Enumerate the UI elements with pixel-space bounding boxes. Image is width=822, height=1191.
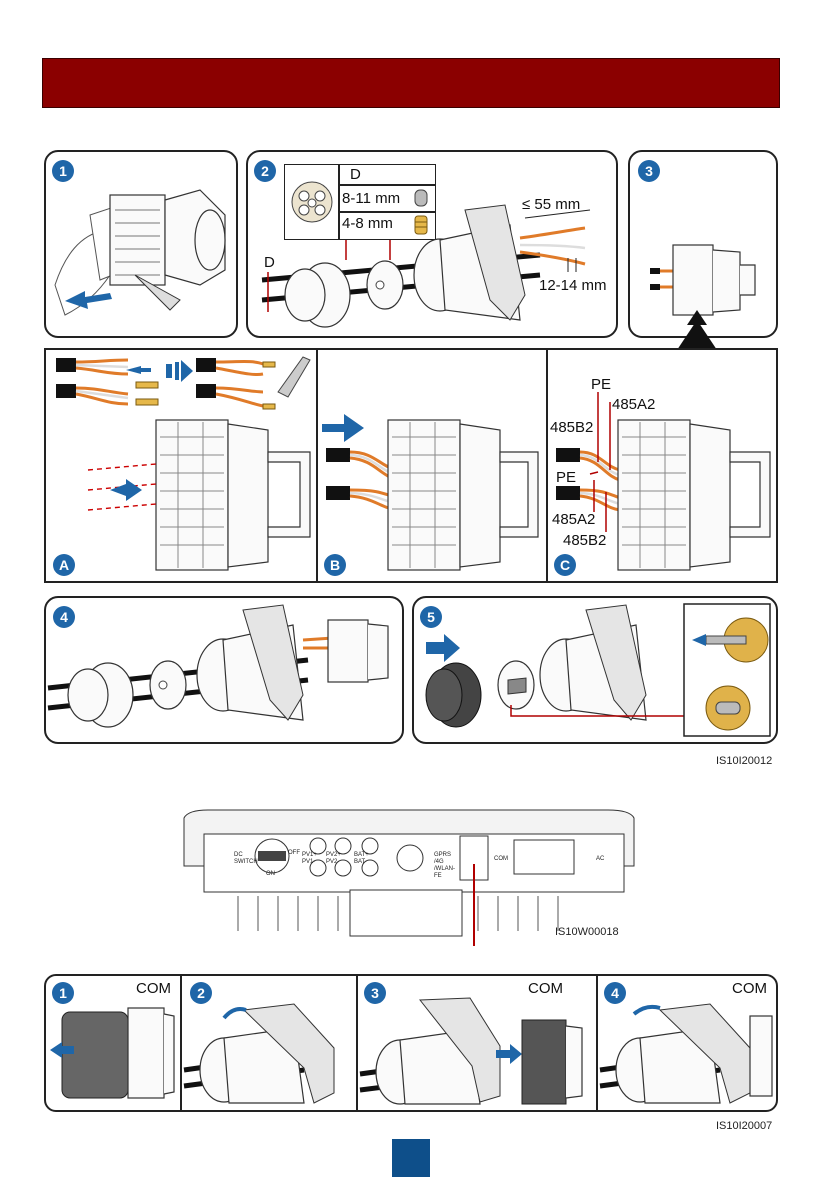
device-label-off: OFF	[288, 850, 300, 856]
label-485a2-bottom: 485A2	[552, 511, 595, 528]
device-label-pv1: PV1+ PV1-	[302, 852, 316, 866]
device-label-ac: AC	[596, 856, 604, 862]
step3-illustration	[645, 240, 765, 350]
bottom-step3-label: COM	[528, 980, 563, 997]
step3-badge: 3	[638, 160, 660, 182]
device-label-dc-switch: DC SWITCH	[234, 852, 248, 866]
step5-illustration	[416, 600, 774, 740]
bottom-step3-illustration	[360, 996, 594, 1108]
bottom-step1-illustration	[48, 1000, 178, 1108]
device-label-gprs: GPRS /4G /WLAN-FE	[434, 852, 460, 880]
wiring-divider-1	[316, 348, 318, 583]
label-485a2-top: 485A2	[612, 396, 655, 413]
step-a-illustration	[48, 352, 314, 580]
step4-illustration	[48, 600, 400, 740]
page-number-block	[392, 1139, 430, 1177]
step-b-illustration	[320, 352, 544, 580]
bottom-divider-1	[180, 974, 182, 1112]
bottom-divider-3	[596, 974, 598, 1112]
table-divider-h1	[338, 184, 436, 186]
label-485b2-top: 485B2	[550, 419, 593, 436]
device-label-pv2: PV2+ PV2-	[326, 852, 340, 866]
step2-badge: 2	[254, 160, 276, 182]
section-header-bar	[42, 58, 780, 108]
label-pe-bottom: PE	[556, 469, 576, 486]
figure-code-3: IS10I20007	[716, 1120, 772, 1132]
table-header-d: D	[350, 166, 361, 183]
figure-code-1: IS10I20012	[716, 755, 772, 767]
device-label-bat: BAT+ BAT-	[354, 852, 368, 866]
label-pe-top: PE	[591, 376, 611, 393]
bottom-divider-2	[356, 974, 358, 1112]
bottom-step4-label: COM	[732, 980, 767, 997]
bottom-step2-illustration	[184, 998, 354, 1108]
inverter-device	[178, 806, 640, 936]
label-485b2-bottom: 485B2	[563, 532, 606, 549]
device-label-com: COM	[494, 856, 508, 862]
wiring-divider-2	[546, 348, 548, 583]
bottom-step4-illustration	[600, 998, 776, 1108]
step2-illustration	[250, 200, 615, 335]
figure-code-2: IS10W00018	[555, 926, 619, 938]
bottom-step1-label: COM	[136, 980, 171, 997]
device-label-on: ON	[266, 871, 275, 877]
step1-illustration	[50, 175, 235, 330]
